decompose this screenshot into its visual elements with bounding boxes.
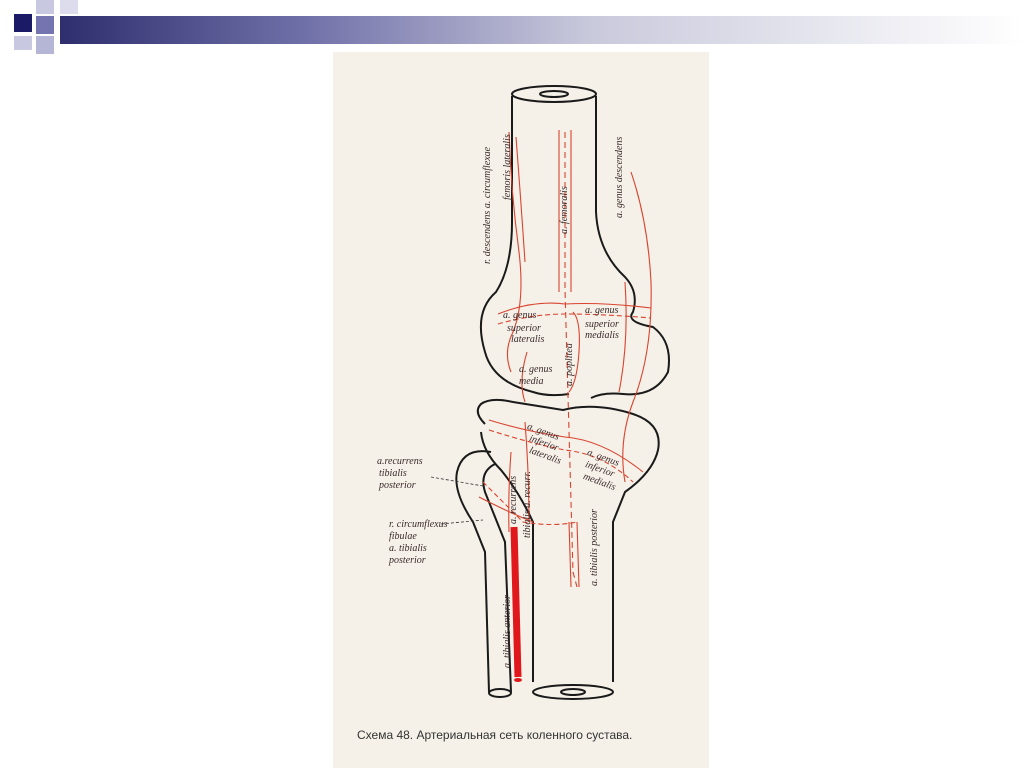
superior-genicular-arch — [497, 302, 652, 315]
figure-caption: Схема 48. Артериальная сеть коленного су… — [357, 728, 633, 742]
leader-circumflexus — [440, 519, 484, 525]
label-femoralis: a. femoralis — [559, 186, 570, 234]
label-genus-media-1: a. genus — [519, 364, 553, 375]
posterior-tibial-artery — [568, 521, 572, 588]
circumflex-fibular-branch — [482, 481, 578, 526]
header-square-light — [36, 36, 54, 54]
knee-arterial-network-figure: r. descendens a. circumflexae femoris la… — [333, 52, 709, 768]
header-square-mid — [36, 0, 54, 14]
label-recurrens-tibialis-3: posterior — [379, 480, 416, 491]
leader-recurrens — [430, 476, 484, 487]
femur-marrow — [539, 90, 569, 98]
descending-genicular-artery — [622, 171, 652, 483]
descending-genicular-artery — [618, 281, 627, 393]
femur-right-outline — [590, 96, 670, 399]
tibia-right-outline — [476, 398, 660, 682]
middle-genicular-artery — [568, 311, 580, 393]
label-descendens-circumflexae: r. descendens a. circumflexae — [482, 146, 493, 264]
tibia-left-outline — [480, 431, 534, 682]
label-circumflexus-fibulae-1: r. circumflexus — [389, 519, 448, 530]
label-circumflexus-fibulae-4: posterior — [389, 555, 426, 566]
descending-lateral-circumflex-branch — [506, 131, 522, 373]
slide-header-decoration — [0, 0, 1024, 62]
label-poplitea: a. poplitea — [564, 343, 575, 386]
label-genus-media-2: media — [519, 376, 544, 387]
header-square-mid — [36, 16, 54, 34]
label-tibialis-recurrens: tibialis a. recurr. — [522, 471, 533, 538]
label-recurrens-tibialis-2: tibialis — [379, 468, 407, 479]
label-genus-superior-lateral-3: lateralis — [511, 334, 545, 345]
label-genus-superior-lateral-1: a. genus — [503, 310, 537, 321]
fibula-left-outline — [455, 450, 492, 693]
label-genus-superior-medial-2: superior — [585, 319, 619, 330]
header-square-dark — [14, 14, 32, 32]
label-femoris-lateralis: femoris lateralis — [502, 134, 513, 200]
label-tibialis-anterior: a. tibialis anterior — [502, 594, 513, 668]
posterior-tibial-artery — [576, 521, 580, 588]
label-genus-superior-lateral-2: superior — [507, 323, 541, 334]
label-recurrens-anterior: a. recurrens — [508, 475, 519, 524]
label-leader-lines — [430, 476, 484, 525]
label-circumflexus-fibulae-3: a. tibialis — [389, 543, 427, 554]
femur-left-outline — [479, 96, 570, 397]
label-genus-superior-medial-1: a. genus — [585, 305, 619, 316]
inferior-genicular-arch-deep — [488, 429, 634, 483]
artery-network — [478, 130, 652, 588]
femur-top-end — [511, 85, 597, 103]
anterior-tibial-recurrent-artery — [524, 421, 530, 523]
bone-outlines — [455, 85, 670, 700]
anterior-tibial-artery-end — [514, 678, 522, 682]
lateral-genicular-anastomosis — [521, 351, 528, 403]
anterior-tibial-recurrent-artery — [508, 451, 512, 533]
label-genus-descendens: a. genus descendens — [614, 136, 625, 218]
header-square-light — [60, 0, 78, 14]
label-genus-superior-medial-3: medialis — [585, 330, 619, 341]
header-square-light — [14, 36, 32, 50]
fibula-right-outline — [482, 463, 512, 693]
tibia-bottom-end — [532, 684, 614, 700]
label-tibialis-posterior: a. tibialis posterior — [589, 509, 600, 586]
label-recurrens-tibialis-1: a.recurrens — [377, 456, 423, 467]
anterior-tibial-artery-main — [510, 526, 522, 682]
descending-lateral-circumflex-branch — [515, 136, 526, 263]
fibula-bottom-end — [488, 688, 512, 698]
tibia-marrow — [560, 688, 586, 696]
header-gradient-bar — [60, 16, 1024, 44]
anterior-tibial-artery-trunk — [510, 526, 522, 678]
label-circumflexus-fibulae-2: fibulae — [389, 531, 417, 542]
knee-diagram-svg — [430, 85, 670, 700]
inferior-genicular-arch — [488, 419, 644, 473]
superior-genicular-arch-deep — [497, 313, 652, 325]
